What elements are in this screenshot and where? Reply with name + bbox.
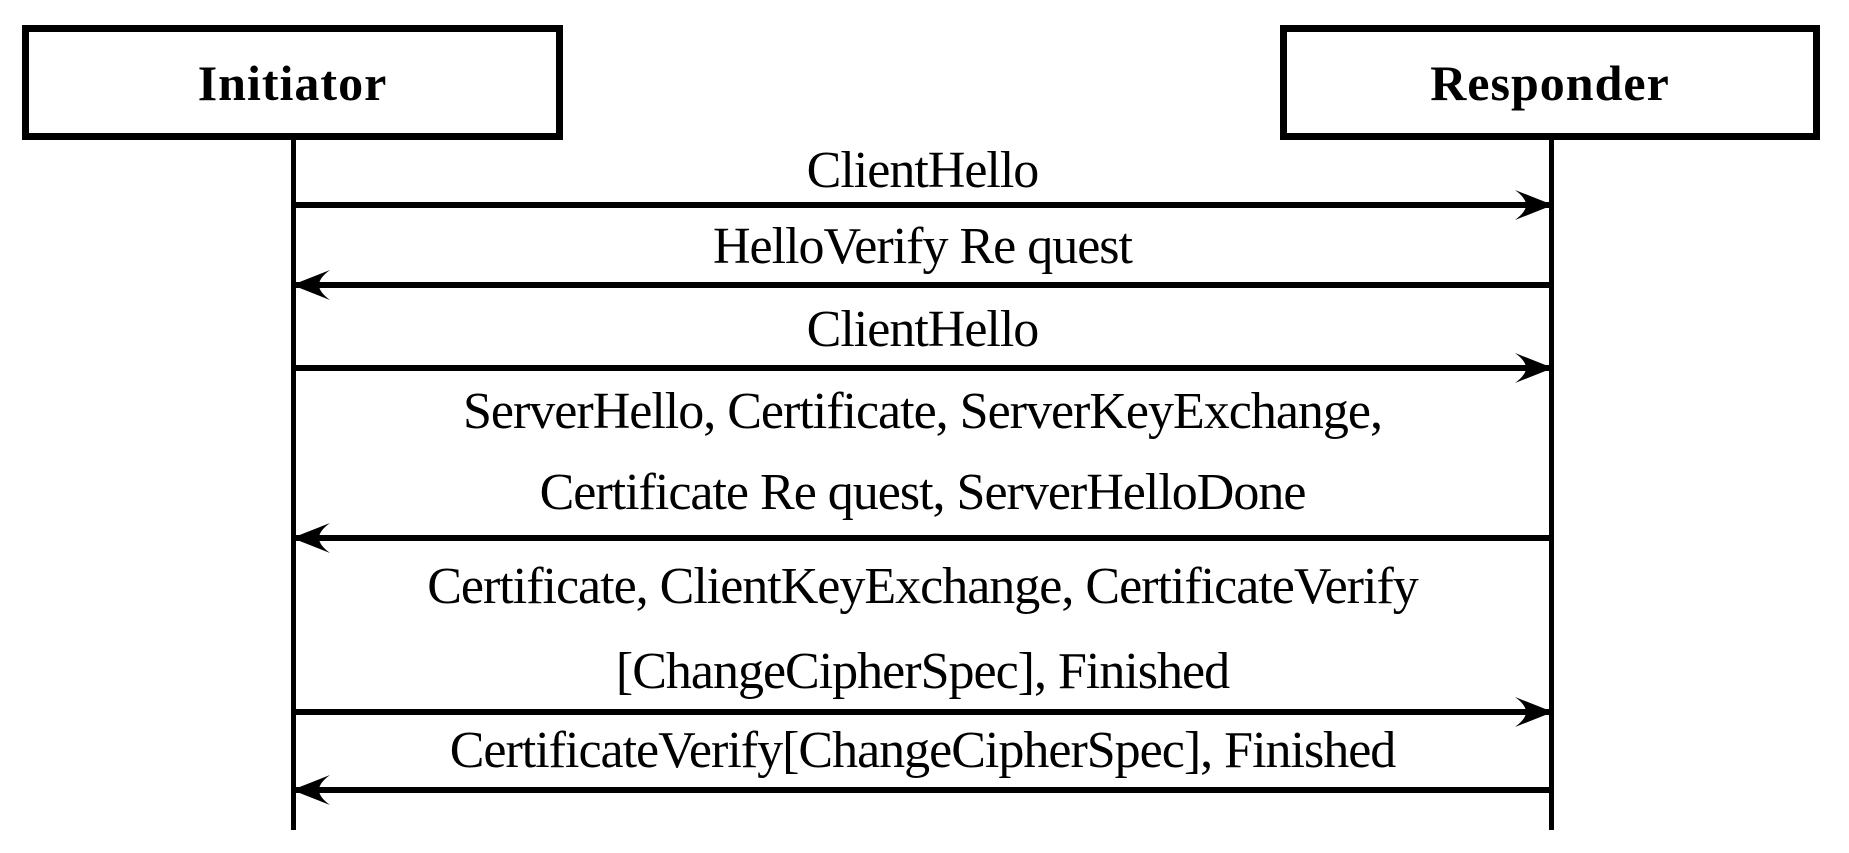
message-arrow-right bbox=[293, 696, 1553, 728]
responder-lifeline bbox=[1549, 140, 1554, 830]
message-label: HelloVerify Re quest bbox=[712, 218, 1133, 275]
actor-label-responder: Responder bbox=[1430, 54, 1670, 111]
arrow-shaft bbox=[293, 282, 1552, 288]
message-arrow-left bbox=[292, 269, 1552, 301]
message-label: CertificateVerify[ChangeCipherSpec], Fin… bbox=[449, 722, 1397, 779]
message-label: Certificate, ClientKeyExchange, Certific… bbox=[427, 558, 1419, 615]
message-arrow-right bbox=[293, 189, 1553, 221]
actor-label-initiator: Initiator bbox=[197, 54, 388, 111]
arrowhead-right-icon bbox=[1515, 190, 1553, 220]
arrow-shaft bbox=[293, 535, 1552, 541]
message-arrow-left bbox=[292, 522, 1552, 554]
arrow-shaft bbox=[293, 202, 1552, 208]
arrowhead-left-icon bbox=[292, 270, 330, 300]
initiator-lifeline bbox=[291, 140, 296, 830]
actor-box-responder: Responder bbox=[1280, 25, 1820, 140]
arrowhead-right-icon bbox=[1515, 697, 1553, 727]
arrow-shaft bbox=[293, 787, 1552, 793]
arrowhead-left-icon bbox=[292, 775, 330, 805]
message-label: ClientHello bbox=[806, 142, 1040, 199]
arrowhead-right-icon bbox=[1515, 353, 1553, 383]
arrow-shaft bbox=[293, 709, 1552, 715]
message-label: [ChangeCipherSpec], Finished bbox=[615, 643, 1230, 700]
arrowhead-left-icon bbox=[292, 523, 330, 553]
actor-box-initiator: Initiator bbox=[22, 25, 563, 140]
message-label: ClientHello bbox=[806, 301, 1040, 358]
message-arrow-right bbox=[293, 352, 1553, 384]
message-arrow-left bbox=[292, 774, 1552, 806]
message-label: Certificate Re quest, ServerHelloDone bbox=[539, 464, 1307, 521]
message-label: ServerHello, Certificate, ServerKeyExcha… bbox=[462, 383, 1383, 440]
arrow-shaft bbox=[293, 365, 1552, 371]
